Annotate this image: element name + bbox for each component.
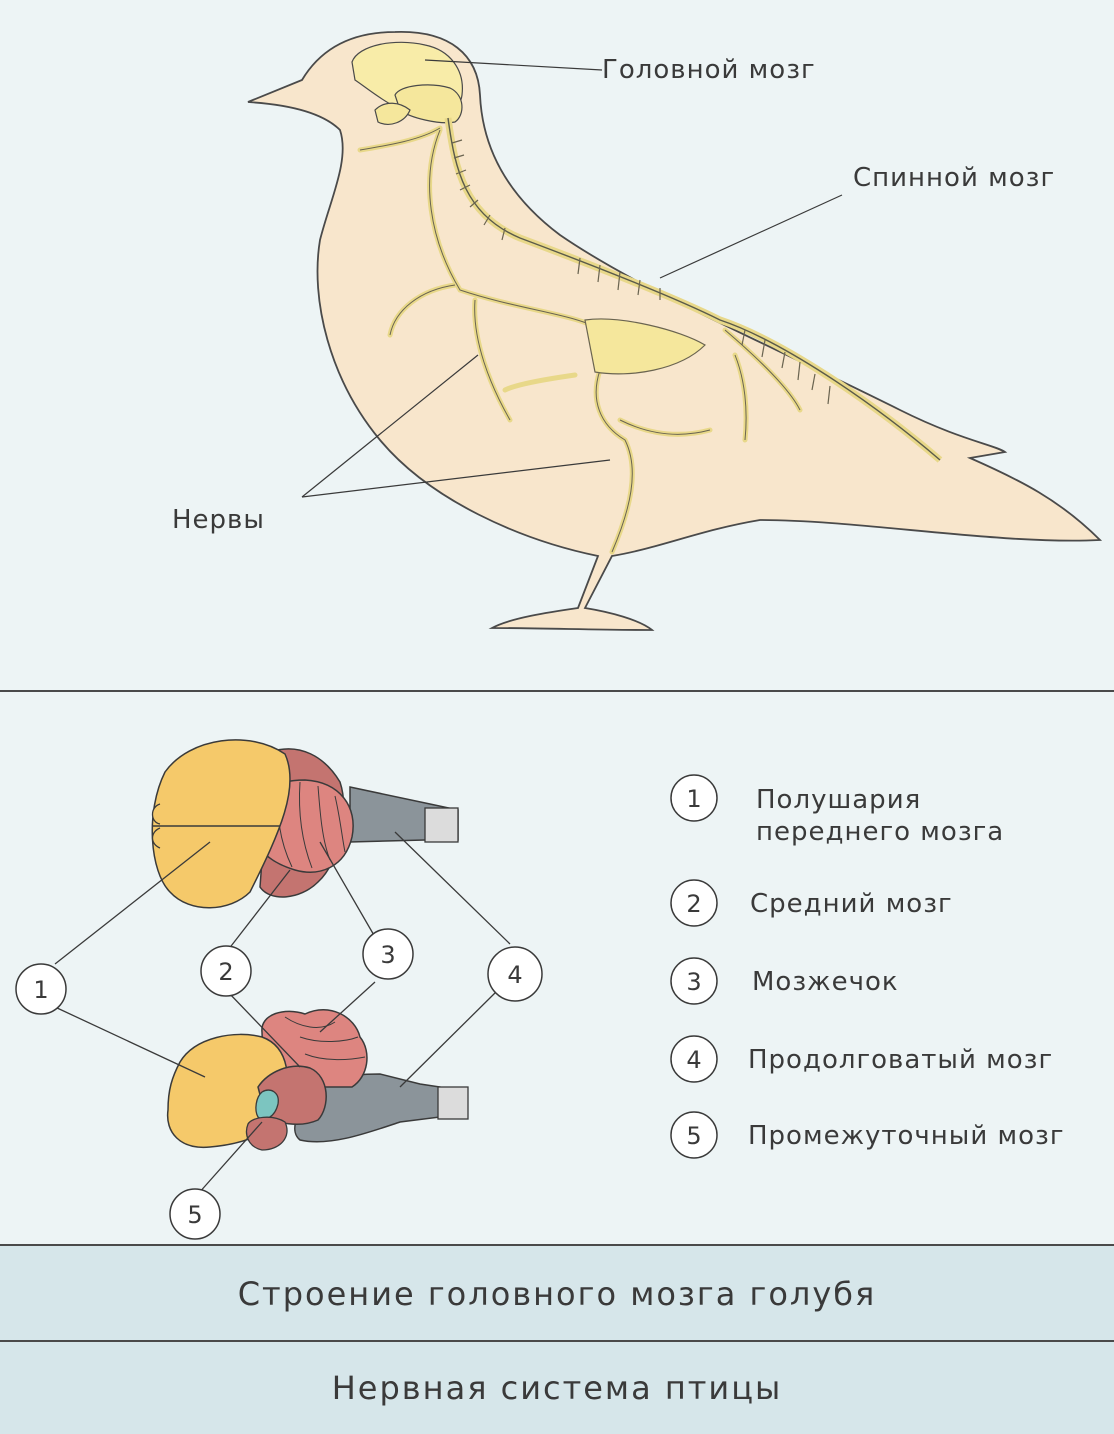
legend-text-1b: переднего мозга bbox=[756, 817, 1004, 847]
svg-text:2: 2 bbox=[218, 958, 233, 986]
svg-text:3: 3 bbox=[380, 941, 395, 969]
svg-text:3: 3 bbox=[686, 968, 701, 996]
legend-item-5: 5 Промежуточный мозг bbox=[670, 1111, 1065, 1159]
callout-1: 1 bbox=[15, 963, 67, 1015]
legend-text-3: Мозжечок bbox=[752, 967, 899, 997]
svg-text:1: 1 bbox=[33, 976, 48, 1004]
callout-5: 5 bbox=[169, 1188, 221, 1240]
svg-text:2: 2 bbox=[686, 890, 701, 918]
brain-illustration: 1 2 3 4 5 1 Полушария переднего мозга bbox=[15, 739, 1065, 1240]
brain-dorsal-view bbox=[151, 739, 459, 909]
legend-item-4: 4 Продолговатый мозг bbox=[670, 1035, 1053, 1083]
svg-text:1: 1 bbox=[686, 785, 701, 813]
caption-brain-structure: Строение головного мозга голубя bbox=[0, 1244, 1114, 1342]
legend-item-1: 1 Полушария переднего мозга bbox=[670, 774, 1004, 847]
legend-text-4: Продолговатый мозг bbox=[748, 1045, 1053, 1075]
label-spinal-cord: Спинной мозг bbox=[853, 163, 1055, 193]
nerves-outline bbox=[359, 127, 801, 553]
bird-body bbox=[247, 31, 1103, 631]
legend-item-2: 2 Средний мозг bbox=[670, 879, 953, 927]
legend-text-2: Средний мозг bbox=[750, 889, 953, 919]
callout-4: 4 bbox=[487, 946, 543, 1002]
callout-lines bbox=[54, 831, 511, 1195]
label-brain: Головной мозг bbox=[602, 55, 816, 85]
callout-3: 3 bbox=[362, 928, 414, 980]
svg-text:4: 4 bbox=[507, 961, 522, 989]
bird-illustration: Головной мозг Спинной мозг Нервы bbox=[172, 31, 1103, 631]
pigeon-brain-panel: 1 2 3 4 5 1 Полушария переднего мозга bbox=[0, 690, 1114, 1248]
leader-lines bbox=[301, 59, 843, 498]
label-nerves: Нервы bbox=[172, 505, 265, 535]
brain-lateral-view bbox=[166, 1009, 469, 1151]
nerve-plexus bbox=[584, 318, 706, 375]
svg-text:4: 4 bbox=[686, 1046, 701, 1074]
caption-nervous-system: Нервная система птицы bbox=[0, 1340, 1114, 1434]
spinal-cord bbox=[444, 117, 943, 463]
spinal-nerve-roots bbox=[451, 139, 831, 405]
legend-item-3: 3 Мозжечок bbox=[670, 957, 899, 1005]
legend: 1 Полушария переднего мозга 2 Средний мо… bbox=[670, 774, 1065, 1159]
callout-2: 2 bbox=[200, 945, 252, 997]
bird-nervous-system-panel: Головной мозг Спинной мозг Нервы bbox=[0, 0, 1114, 690]
legend-text-1a: Полушария bbox=[756, 785, 921, 815]
svg-text:5: 5 bbox=[187, 1201, 202, 1229]
legend-text-5: Промежуточный мозг bbox=[748, 1121, 1065, 1151]
svg-text:5: 5 bbox=[686, 1122, 701, 1150]
